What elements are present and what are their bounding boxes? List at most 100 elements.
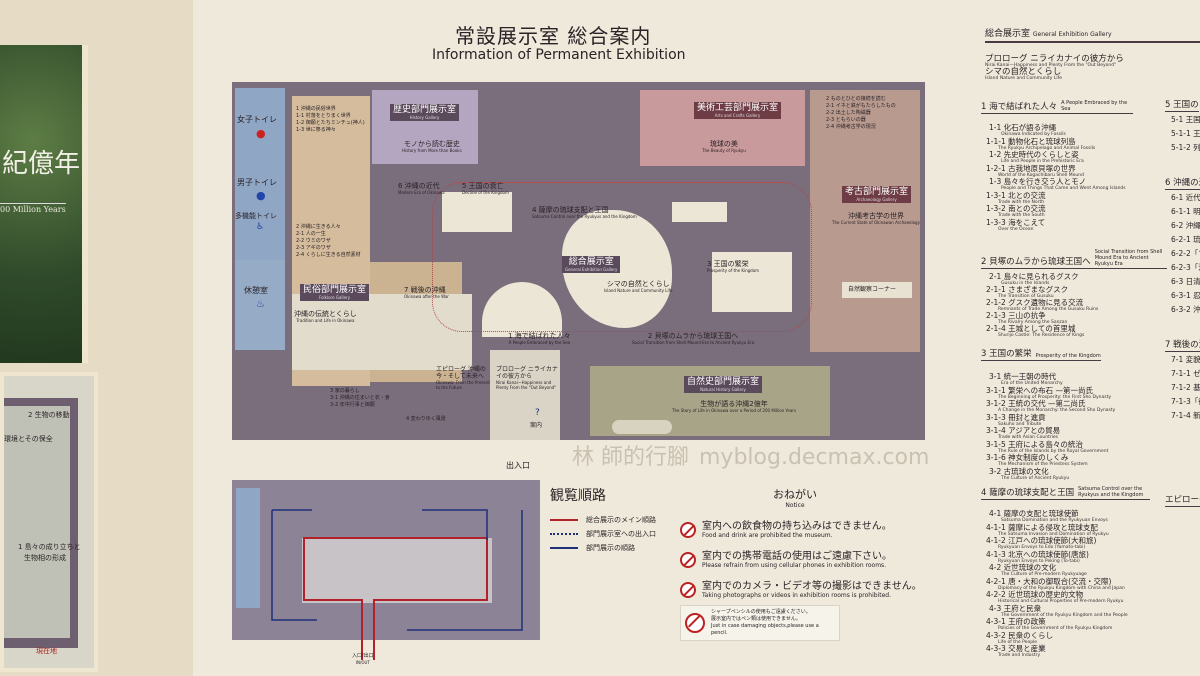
- nature-observation-corner: 自然観察コーナー: [848, 286, 897, 293]
- guide-item: 6-3-2 沖縄: [1171, 305, 1200, 314]
- route-legend: 観覧順路 総合展示のメイン順路 部門展示室への出入口 部門展示の順路: [550, 485, 656, 555]
- guide-item: 5-1-1 王: [1171, 129, 1200, 138]
- men-toilet-icon: ●: [256, 189, 266, 202]
- guide-item: 4-2-1 唐・大和の御取合(交流・交際)Diplomacy of the Ry…: [986, 576, 1125, 591]
- forest-poster: 紀億年 00 Million Years: [0, 45, 88, 363]
- natural-history-mini-map: 2 生物の移動 環境とその保全 1 島々の成り立ちと 生物相の形成 現在地: [0, 372, 98, 672]
- guide-item: 6-2 沖縄: [1171, 221, 1200, 230]
- mini-label: 環境とその保全: [4, 435, 53, 443]
- legend-dept-entrance: 部門展示室への出入口: [586, 530, 656, 538]
- guide-item: 6-3 日清: [1171, 277, 1200, 286]
- notice-item: 室内でのカメラ・ビデオ等の撮影はできません。Taking photographs…: [680, 581, 940, 599]
- route-map-general: [302, 538, 492, 603]
- entrance-exit-label: 出入口: [506, 461, 530, 470]
- route-legend-title: 観覧順路: [550, 488, 606, 504]
- guide-item: 7-1 変貌す: [1171, 355, 1200, 364]
- guide-section-title: 5 王国の: [1165, 100, 1199, 112]
- archaeology-gallery[interactable]: [810, 90, 920, 352]
- rest-room-label: 休憩室: [244, 286, 268, 295]
- blue-dotted-arrow-icon: [550, 533, 578, 535]
- no-camera-icon: [680, 582, 696, 598]
- mini-label: 2 生物の移動: [28, 411, 70, 419]
- pencil-notice: シャープペンシルの使用もご遠慮ください。展示室内ではペン類は使用できません。Ju…: [680, 605, 840, 641]
- wheelchair-icon: ♿: [256, 222, 265, 232]
- accessible-toilet-label: 多機能トイレ: [235, 212, 277, 220]
- notice-item: 室内での携帯電話の使用はご遠慮下さい。Please refrain from u…: [680, 551, 940, 569]
- guide-section-title: エピローグ: [1165, 495, 1200, 507]
- notice-item: 室内への飲食物の持ち込みはできません。Food and drink are pr…: [680, 521, 940, 539]
- history-gallery[interactable]: [372, 90, 478, 164]
- blue-arrow-icon: [550, 547, 578, 549]
- guide-item: 4-1-2 江戸への琉球使節(大和旅)Ryukyuan Envoys to Ed…: [986, 536, 1097, 551]
- mini-label: 1 島々の成り立ちと: [18, 543, 81, 551]
- route-map-facilities: [236, 488, 260, 608]
- guide-section-title: 2 貝塚のムラから琉球王国へSocial Transition from She…: [981, 249, 1167, 269]
- red-arrow-icon: [550, 519, 578, 521]
- dept-route-path: [271, 509, 523, 631]
- rest-icon: ♨: [256, 299, 265, 310]
- entrance-hall[interactable]: [490, 350, 560, 440]
- legend-main-route: 総合展示のメイン順路: [586, 516, 656, 524]
- guide-title: 総合展示室 General Exhibition Gallery: [985, 26, 1200, 43]
- guide-item: 6-2-2「ソ: [1171, 249, 1200, 258]
- guide-item: 6-2-3「沖: [1171, 263, 1200, 272]
- info-label: 案内: [530, 422, 543, 429]
- guide-item: 6-3-1 忍: [1171, 291, 1200, 300]
- page-subtitle: Information of Permanent Exhibition: [432, 47, 686, 63]
- guide-item: 7-1-1 ゼロ: [1171, 369, 1200, 378]
- men-toilet-label: 男子トイレ: [237, 178, 277, 187]
- women-toilet-icon: ●: [256, 127, 266, 140]
- guide-section-title: 7 戦後の沖: [1165, 340, 1200, 352]
- legend-dept-route: 部門展示の順路: [586, 544, 635, 552]
- poster-title: 紀億年: [2, 149, 81, 179]
- guide-item: 4-1-3 北京への琉球使節(唐旅)Ryukyuan Envoys to Pek…: [986, 549, 1089, 564]
- current-location-label: 現在地: [36, 647, 57, 655]
